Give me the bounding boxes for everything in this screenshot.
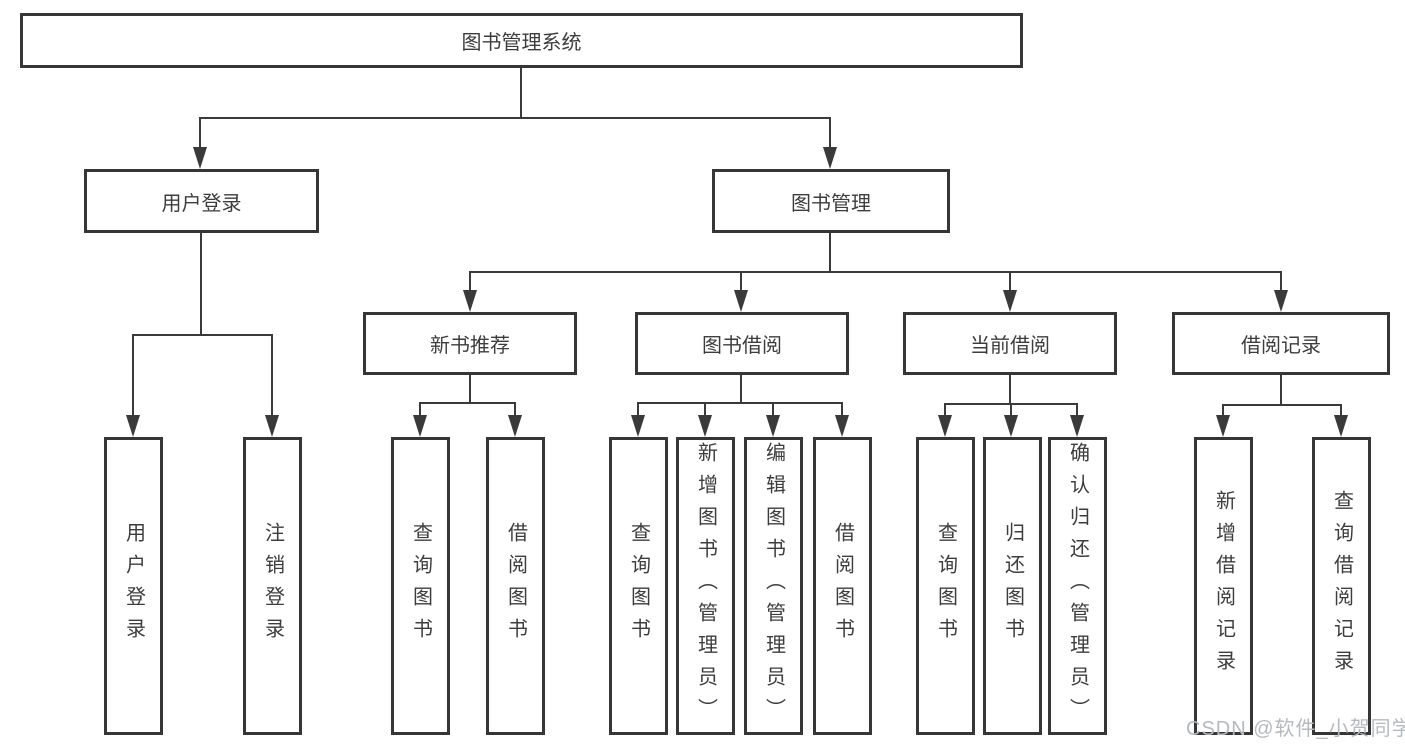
node-label: 借阅图书 (831, 522, 854, 650)
arrow-down-icon (508, 415, 522, 437)
connector-drop-leaf (1340, 404, 1342, 418)
arrow-down-icon (126, 415, 140, 437)
arrow-down-icon (193, 147, 207, 169)
arrow-down-icon (1274, 290, 1288, 312)
connector-drop-user-login (199, 117, 201, 151)
connector-drop-leaf (704, 402, 706, 418)
connector-drop-leaf (772, 402, 774, 418)
arrow-down-icon (766, 415, 780, 437)
node-label: 用户登录 (161, 192, 242, 215)
connector-current-stem (1009, 375, 1011, 404)
arrow-down-icon (835, 415, 849, 437)
connector-newbook-bus (419, 402, 516, 404)
leaf-logout: 注销登录 (243, 437, 302, 735)
connector-drop-leaf (1222, 404, 1224, 418)
node-book-borrow: 图书借阅 (635, 312, 849, 375)
leaf-add-book-admin: 新增图书（管理员） (676, 437, 735, 735)
leaf-borrow-book: 借阅图书 (813, 437, 872, 735)
leaf-edit-book-admin: 编辑图书（管理员） (744, 437, 803, 735)
connector-borrow-bus (637, 402, 843, 404)
connector-drop-leaf (271, 334, 273, 420)
node-current-borrow: 当前借阅 (903, 312, 1117, 375)
arrow-down-icon (463, 290, 477, 312)
node-label: 当前借阅 (970, 335, 1050, 357)
node-label: 借阅图书 (504, 522, 527, 650)
node-label: 注销登录 (261, 522, 284, 650)
leaf-query-book: 查询图书 (916, 437, 975, 735)
connector-level3-bus (469, 271, 1282, 273)
node-label: 查询图书 (409, 522, 432, 650)
node-label: 归还图书 (1001, 522, 1024, 650)
leaf-user-login: 用户登录 (104, 437, 163, 735)
node-user-login: 用户登录 (84, 169, 319, 233)
arrow-down-icon (413, 415, 427, 437)
connector-drop-module (740, 271, 742, 293)
connector-record-stem (1280, 375, 1282, 406)
connector-drop-module (1280, 271, 1282, 293)
node-book-management: 图书管理 (712, 169, 950, 233)
connector-user-login-stem (200, 233, 202, 336)
node-label: 查询图书 (627, 522, 650, 650)
leaf-return-book: 归还图书 (983, 437, 1042, 735)
connector-drop-leaf (419, 402, 421, 418)
node-borrow-record: 借阅记录 (1172, 312, 1390, 375)
connector-drop-leaf (1010, 403, 1012, 418)
connector-drop-leaf (132, 334, 134, 420)
node-label: 图书管理系统 (461, 32, 582, 54)
arrow-down-icon (823, 147, 837, 169)
arrow-down-icon (734, 290, 748, 312)
node-root-library-system: 图书管理系统 (20, 13, 1023, 68)
node-label: 编辑图书（管理员） (762, 442, 785, 730)
connector-drop-leaf (841, 402, 843, 418)
node-label: 用户登录 (122, 522, 145, 650)
connector-drop-leaf (944, 403, 946, 418)
connector-borrow-stem (740, 375, 742, 404)
leaf-query-borrow-record: 查询借阅记录 (1312, 437, 1371, 735)
leaf-confirm-return-admin: 确认归还（管理员） (1048, 437, 1107, 735)
connector-drop-module (1009, 271, 1011, 293)
connector-drop-book-management (829, 117, 831, 151)
arrow-down-icon (1334, 415, 1348, 437)
leaf-add-borrow-record: 新增借阅记录 (1194, 437, 1253, 735)
connector-record-bus (1222, 404, 1342, 406)
node-label: 新增借阅记录 (1212, 490, 1235, 682)
leaf-borrow-book: 借阅图书 (486, 437, 545, 735)
node-new-book-recommend: 新书推荐 (363, 312, 577, 375)
connector-drop-module (469, 271, 471, 293)
node-label: 查询借阅记录 (1330, 490, 1353, 682)
arrow-down-icon (1070, 415, 1084, 437)
arrow-down-icon (698, 415, 712, 437)
arrow-down-icon (1216, 415, 1230, 437)
arrow-down-icon (265, 415, 279, 437)
connector-drop-leaf (514, 402, 516, 418)
connector-root-stem (520, 68, 522, 118)
watermark: CSDN @软件_小贺同学 (1186, 718, 1405, 740)
leaf-query-book: 查询图书 (391, 437, 450, 735)
arrow-down-icon (1003, 290, 1017, 312)
node-label: 借阅记录 (1241, 335, 1321, 357)
connector-user-login-bus (132, 334, 273, 336)
connector-book-management-stem (829, 233, 831, 273)
leaf-query-book: 查询图书 (609, 437, 668, 735)
arrow-down-icon (631, 415, 645, 437)
node-label: 新增图书（管理员） (694, 442, 717, 730)
node-label: 新书推荐 (430, 335, 510, 357)
connector-level2-bus (199, 117, 831, 119)
node-label: 图书管理 (791, 192, 871, 215)
connector-newbook-stem (469, 375, 471, 404)
node-label: 确认归还（管理员） (1066, 442, 1089, 730)
node-label: 查询图书 (934, 522, 957, 650)
arrow-down-icon (938, 415, 952, 437)
connector-drop-leaf (1076, 403, 1078, 418)
arrow-down-icon (1004, 415, 1018, 437)
connector-drop-leaf (637, 402, 639, 418)
node-label: 图书借阅 (702, 335, 782, 357)
